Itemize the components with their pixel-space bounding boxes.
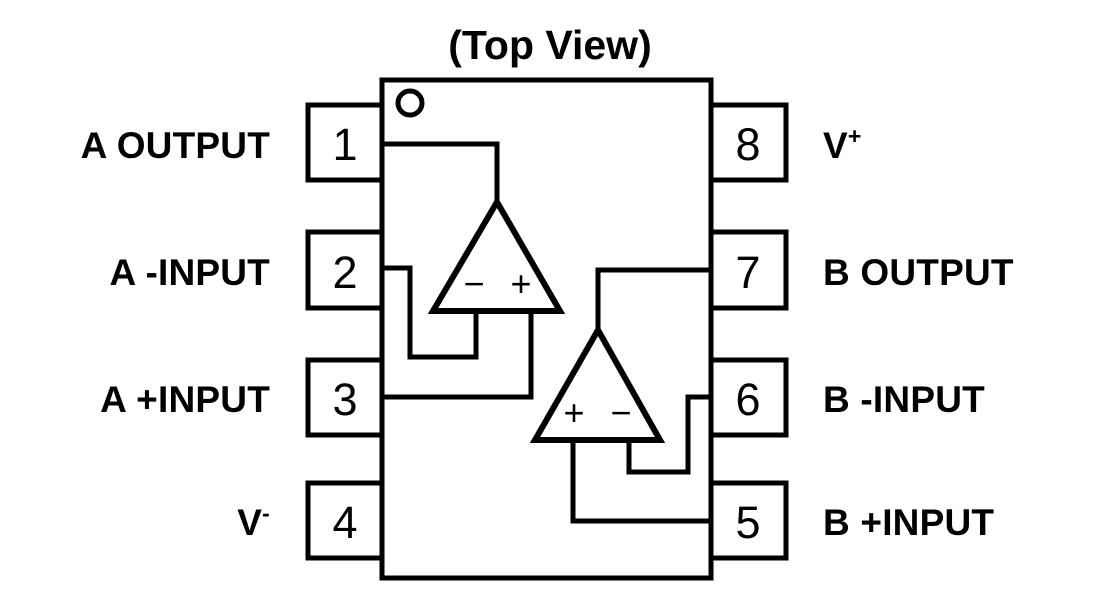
pin-label-4-superscript: - — [262, 500, 270, 526]
amplifier-b-plus-sign: + — [563, 392, 584, 433]
pin-label-6: B -INPUT — [823, 379, 985, 420]
pin-number-4: 4 — [332, 497, 357, 548]
pin-label-5-text: B +INPUT — [823, 502, 994, 543]
pin-label-3-text: A +INPUT — [100, 379, 270, 420]
pin-label-3: A +INPUT — [100, 379, 270, 420]
pin-label-2: A -INPUT — [109, 252, 270, 293]
pin-number-5: 5 — [735, 497, 760, 548]
pin-box-8[interactable] — [708, 102, 789, 183]
wire-pin5-to-ampB-plus — [570, 440, 711, 524]
pin-box-3[interactable] — [305, 357, 385, 438]
wire-pin1-to-ampA-output — [382, 141, 500, 202]
pin-box-6[interactable] — [708, 357, 789, 438]
pin-label-4-text: V — [237, 502, 262, 543]
pin-number-8: 8 — [735, 119, 760, 170]
wire-pin6-to-ampB-minus — [626, 394, 711, 475]
pin-label-1-text: A OUTPUT — [81, 125, 271, 166]
wire-pin3-to-ampA-plus — [382, 311, 534, 400]
wire-pin2-to-ampA-minus — [382, 265, 479, 360]
amplifier-a-triangle — [427, 196, 566, 314]
pin-label-4: V- — [237, 500, 270, 543]
pin-label-5: B +INPUT — [823, 502, 994, 543]
pin-label-8: V+ — [823, 123, 862, 166]
pin-number-3: 3 — [332, 374, 357, 425]
package-body — [379, 77, 714, 581]
pin-label-8-superscript: + — [848, 123, 862, 149]
pin-1-dot-icon — [395, 88, 425, 118]
pin-box-2[interactable] — [305, 229, 385, 311]
pin-number-2: 2 — [332, 247, 357, 298]
wire-pin7-to-ampB-output — [595, 267, 711, 330]
pin-label-7: B OUTPUT — [823, 252, 1014, 293]
amplifier-b-triangle — [529, 323, 666, 443]
amplifier-b-minus-sign: − — [610, 392, 631, 433]
pin-label-8-text: V — [823, 125, 848, 166]
pin-label-2-text: A -INPUT — [109, 252, 270, 293]
pin-number-6: 6 — [735, 374, 760, 425]
diagram-title: (Top View) — [448, 22, 651, 68]
pin-number-7: 7 — [735, 247, 760, 298]
pin-number-1: 1 — [332, 119, 357, 170]
pin-label-1: A OUTPUT — [81, 125, 271, 166]
amplifier-a-plus-sign: + — [510, 263, 531, 304]
pin-label-7-text: B OUTPUT — [823, 252, 1014, 293]
amplifier-a-minus-sign: − — [463, 263, 484, 304]
pin-box-4[interactable] — [305, 480, 385, 561]
pin-box-1[interactable] — [305, 102, 385, 183]
pin-label-6-text: B -INPUT — [823, 379, 985, 420]
